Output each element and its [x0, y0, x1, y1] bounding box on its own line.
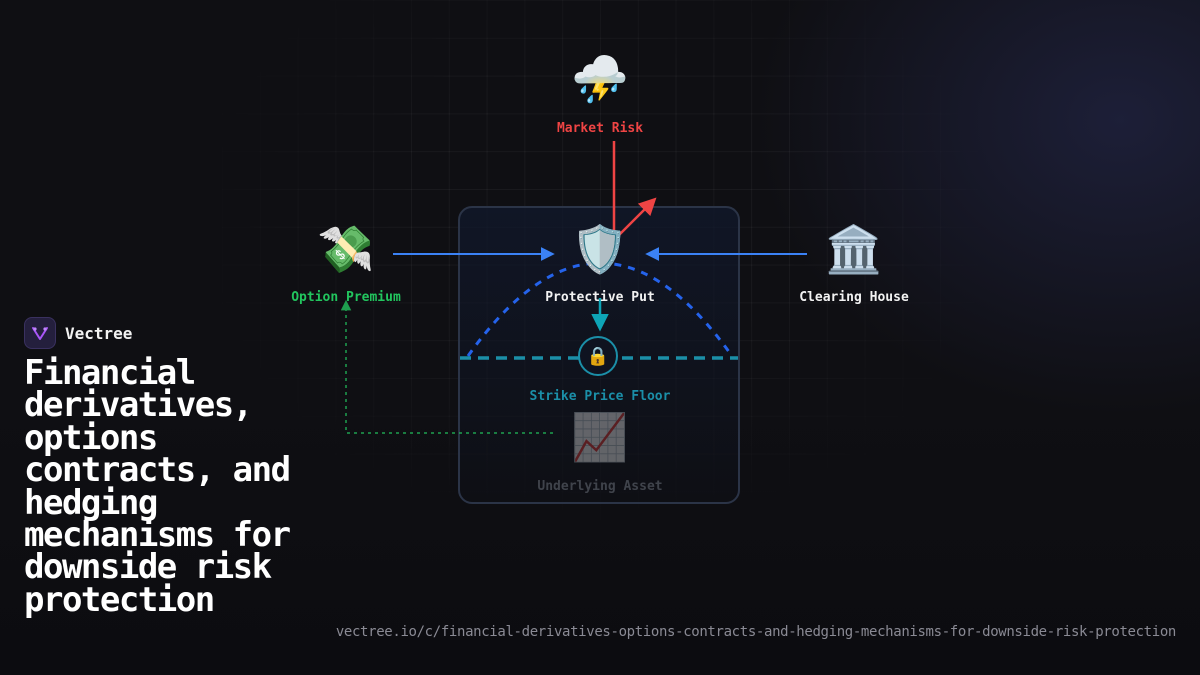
shield-icon: 🛡️ [571, 222, 629, 276]
clearing-house-label: Clearing House [799, 290, 909, 305]
brand: Vectree [24, 317, 132, 349]
market-risk-label: Market Risk [556, 121, 644, 136]
risk-deflect-arrow [613, 197, 657, 241]
underlying-asset-label: Underlying Asset [537, 479, 663, 494]
storm-cloud-icon: ⛈️ [571, 52, 629, 106]
option-premium-label: Option Premium [291, 290, 401, 305]
bank-building-icon: 🏛️ [825, 222, 883, 276]
v-logo-icon [24, 317, 56, 349]
money-with-wings-icon: 💸 [317, 222, 375, 276]
asset-to-premium-arrow [340, 299, 553, 434]
protective-put-label: Protective Put [545, 290, 655, 305]
brand-name: Vectree [65, 323, 133, 343]
lock-icon: 🔒 [578, 336, 618, 376]
strike-price-floor-label: Strike Price Floor [529, 389, 671, 404]
page-url: vectree.io/c/financial-derivatives-optio… [335, 624, 1177, 640]
page-title: Financial derivatives, options contracts… [24, 353, 291, 620]
hedge-container [458, 206, 740, 504]
chart-increasing-icon: 📈 [571, 410, 629, 464]
